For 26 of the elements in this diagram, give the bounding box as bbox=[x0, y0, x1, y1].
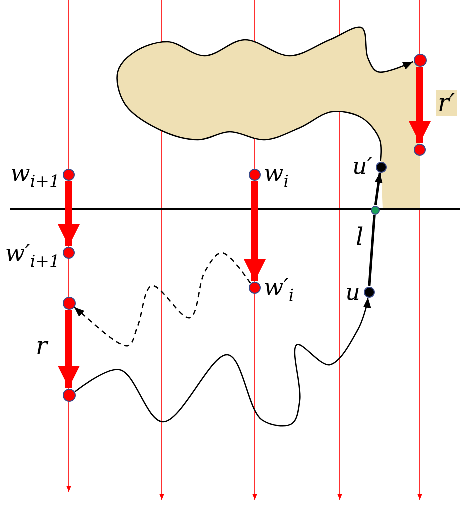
point-dot bbox=[364, 286, 374, 298]
curved-arrow bbox=[74, 252, 252, 347]
arrow bbox=[409, 67, 431, 144]
point-dot bbox=[414, 54, 426, 66]
point-dot bbox=[249, 169, 261, 181]
point-dot bbox=[62, 296, 76, 310]
arrow bbox=[244, 182, 266, 282]
point-dot bbox=[376, 162, 386, 172]
point-dot bbox=[370, 206, 380, 214]
point-dot bbox=[63, 247, 75, 259]
point-label: w$_{i}$ bbox=[264, 163, 289, 190]
curved-arrow bbox=[74, 298, 372, 427]
point-dot bbox=[249, 282, 261, 294]
arrow bbox=[58, 182, 80, 246]
curved-arrow bbox=[116, 26, 414, 162]
point-dot bbox=[62, 388, 76, 402]
point-label: w′$_{i}$ bbox=[264, 277, 294, 304]
point-label: u bbox=[346, 282, 360, 305]
arrow bbox=[58, 310, 80, 388]
point-dot bbox=[414, 144, 426, 156]
edge-label: r′ bbox=[436, 90, 457, 116]
point-label: u′ bbox=[352, 156, 372, 179]
arrow bbox=[374, 172, 383, 206]
point-dot bbox=[63, 169, 75, 181]
point-label: w′$_{i+1}$ bbox=[5, 243, 60, 270]
point-label: w$_{i+1}$ bbox=[10, 163, 60, 190]
